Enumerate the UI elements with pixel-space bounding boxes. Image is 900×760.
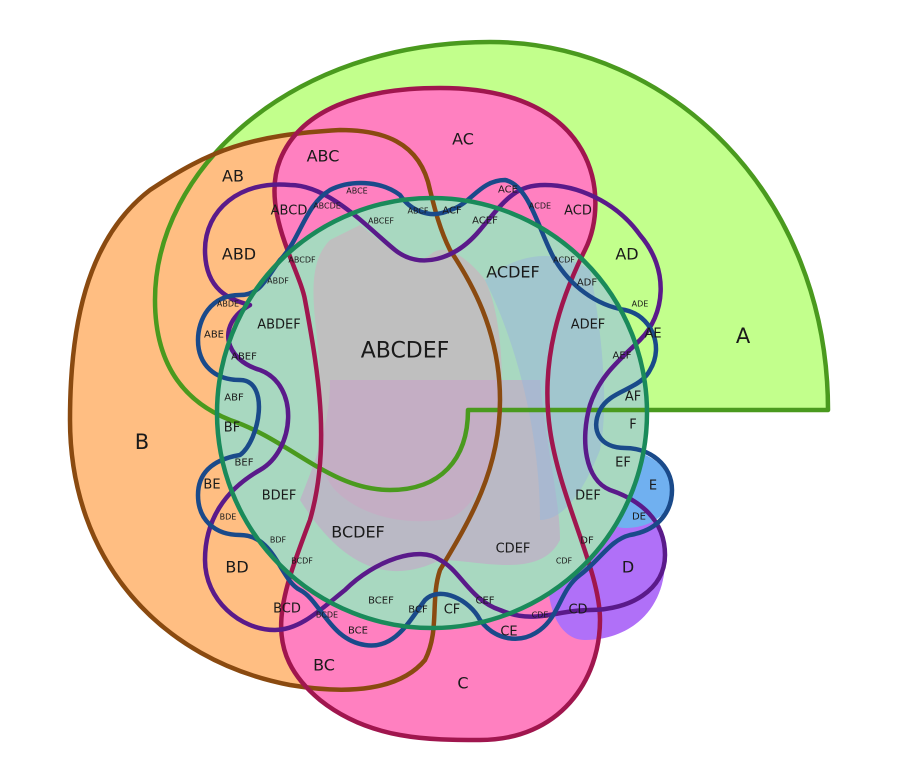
label-bde: BDE xyxy=(220,513,237,522)
label-cd: CD xyxy=(568,603,587,618)
label-a: A xyxy=(736,324,751,348)
set-a-outline xyxy=(152,39,831,493)
label-cdef: CDEF xyxy=(496,542,531,557)
label-adf: ADF xyxy=(577,278,598,289)
label-ace: ACE xyxy=(498,185,518,196)
set-f-outline xyxy=(214,195,650,631)
label-acf: ACF xyxy=(442,206,462,217)
label-c: C xyxy=(457,674,468,693)
label-bcdef: BCDEF xyxy=(331,523,385,542)
label-acd: ACD xyxy=(564,204,592,219)
label-ad: AD xyxy=(615,245,638,264)
label-abce: ABCE xyxy=(346,187,367,196)
label-abcdef: ABCDEF xyxy=(361,339,450,364)
set-d-outline xyxy=(202,182,668,633)
label-abdf: ABDF xyxy=(267,277,289,286)
label-bdef: BDEF xyxy=(262,489,297,504)
label-cdf: CDF xyxy=(556,557,573,566)
label-abcf: ABCF xyxy=(407,207,428,216)
label-cef: CEF xyxy=(475,596,494,607)
label-abdef: ABDEF xyxy=(257,318,301,333)
label-cf: CF xyxy=(444,603,461,618)
label-aef: AEF xyxy=(613,351,632,362)
label-bcf: BCF xyxy=(408,605,428,616)
label-f: F xyxy=(629,418,636,433)
label-abcd: ABCD xyxy=(271,204,308,219)
label-ae: AE xyxy=(644,327,661,342)
set-e-outline xyxy=(195,177,675,648)
label-abcde: ABCDE xyxy=(313,202,341,211)
set-b-outline xyxy=(67,127,503,692)
label-bf: BF xyxy=(224,421,240,436)
label-af: AF xyxy=(625,390,641,405)
label-bcef: BCEF xyxy=(368,596,394,607)
label-ac: AC xyxy=(452,130,474,149)
label-abcef: ABCEF xyxy=(368,217,394,226)
label-b: B xyxy=(135,430,149,454)
label-bcdf: BCDF xyxy=(291,557,313,566)
lower-mauve-fill xyxy=(300,380,560,572)
set-outlines xyxy=(67,39,831,743)
right-blue-fill xyxy=(485,256,605,520)
label-be: BE xyxy=(203,478,220,493)
label-bef: BEF xyxy=(235,458,254,469)
label-df: DF xyxy=(580,536,594,547)
label-bcd: BCD xyxy=(273,602,301,617)
label-acde: ACDE xyxy=(529,202,551,211)
label-ade: ADE xyxy=(632,300,649,309)
label-adef: ADEF xyxy=(571,318,606,333)
label-abe: ABE xyxy=(204,330,224,341)
label-acdf: ACDF xyxy=(553,256,575,265)
label-bc: BC xyxy=(313,656,335,675)
label-ab: AB xyxy=(222,167,244,186)
label-acef: ACEF xyxy=(472,216,498,227)
label-abde: ABDE xyxy=(217,300,239,309)
region-fills xyxy=(70,42,828,740)
label-e: E xyxy=(649,479,657,494)
label-abc: ABC xyxy=(307,147,340,166)
label-cde: CDE xyxy=(532,611,549,620)
label-abcdf: ABCDF xyxy=(288,256,316,265)
label-abd: ABD xyxy=(222,245,256,264)
label-bce: BCE xyxy=(348,626,368,637)
label-abef: ABEF xyxy=(231,352,257,363)
label-ce: CE xyxy=(500,625,517,640)
region-labels: A B C D E F AB AC AD AE AF BC BD BE BF C… xyxy=(135,130,751,693)
label-bcde: BCDE xyxy=(316,611,338,620)
label-acdef: ACDEF xyxy=(486,263,539,282)
label-de: DE xyxy=(632,512,646,523)
label-abf: ABF xyxy=(224,393,244,404)
label-ef: EF xyxy=(615,456,631,471)
label-bdf: BDF xyxy=(270,536,287,545)
label-d: D xyxy=(622,558,634,577)
label-def: DEF xyxy=(575,489,601,504)
label-bd: BD xyxy=(225,558,248,577)
